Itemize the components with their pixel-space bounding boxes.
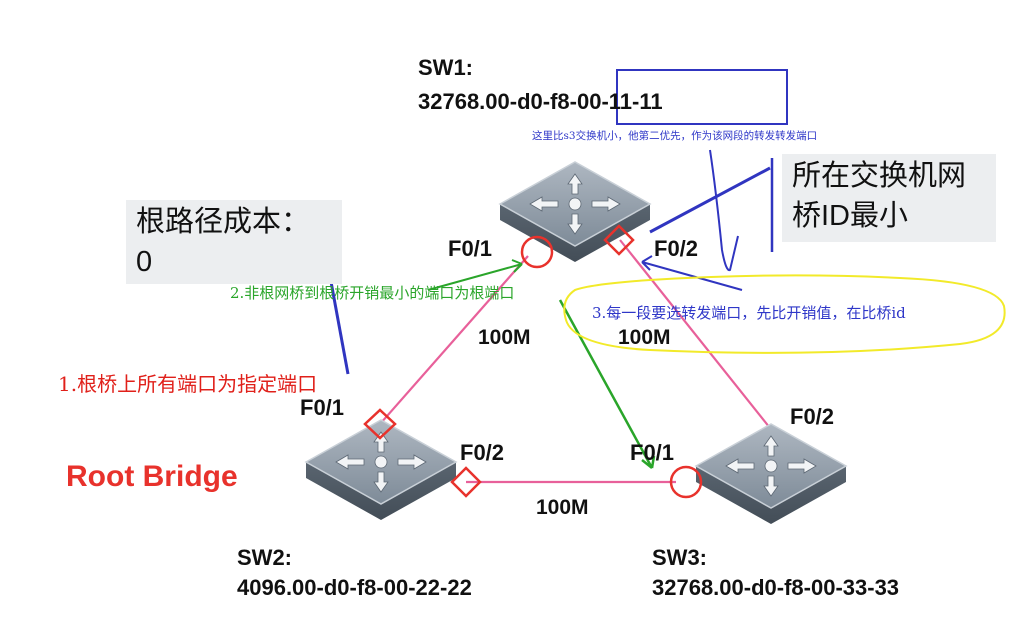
link-speed-sw2-sw3: 100M (536, 496, 589, 519)
sw2-name: SW2: (237, 545, 292, 570)
port-sw2-f02: F0/2 (460, 440, 505, 465)
sw3-name: SW3: (652, 545, 707, 570)
sw2-bridge-id: 4096.00-d0-f8-00-22-22 (237, 575, 472, 600)
annotation-arrow-root-port-sw1 (427, 259, 523, 291)
lowest-bridge-id-line2: 桥ID最小 (792, 200, 909, 232)
note-designated-ports: 1.根桥上所有端口为指定端口 (58, 372, 318, 396)
designated-port-marker-sw2-top (363, 408, 397, 440)
designated-port-marker-sw2-right (450, 466, 482, 498)
root-path-cost-label: 根路径成本： (136, 206, 311, 238)
port-sw1-f01: F0/1 (448, 236, 493, 261)
root-path-cost-value: 0 (136, 246, 153, 278)
root-path-cost-callout: 根路径成本： 0 (126, 200, 342, 284)
port-sw3-f02: F0/2 (790, 404, 835, 429)
note-root-port: 2.非根网桥到根桥开销最小的端口为根端口 (230, 284, 515, 302)
port-sw3-f01: F0/1 (630, 440, 675, 465)
annotation-arrow-root-port-sw3 (558, 299, 656, 469)
sw1-bridge-id: 32768.00-d0-f8-00-11-11 (418, 89, 663, 114)
note-forwarding-port: 3.每一段要选转发端口，先比开销值，在比桥id (592, 304, 906, 322)
lowest-bridge-id-line1: 所在交换机网 (792, 160, 967, 192)
port-sw1-f02: F0/2 (654, 236, 699, 261)
root-port-marker-sw3 (669, 465, 703, 499)
root-port-marker-sw1 (520, 235, 554, 269)
root-bridge-label: Root Bridge (66, 460, 238, 493)
annotation-arrow-sw1-f02 (641, 255, 743, 291)
switch-sw3-icon (695, 423, 847, 525)
highlight-note3 (563, 274, 1006, 354)
switch-sw2-icon (305, 419, 457, 521)
sw1-name: SW1: (418, 55, 473, 80)
link-sw1-sw2 (379, 255, 529, 425)
sw3-bridge-id: 32768.00-d0-f8-00-33-33 (652, 575, 900, 600)
port-sw2-f01: F0/1 (300, 395, 345, 420)
link-speed-sw1-sw2: 100M (478, 326, 531, 349)
lowest-bridge-id-callout: 所在交换机网 桥ID最小 (782, 154, 996, 242)
link-sw1-sw3 (619, 239, 771, 429)
annotation-stroke-top-note (709, 149, 739, 272)
annotation-stroke-bridge-id (649, 166, 771, 234)
designated-port-marker-sw1 (603, 224, 635, 256)
link-speed-sw1-sw3: 100M (618, 326, 671, 349)
bridge-id-highlight-box (616, 69, 788, 125)
note-sw1-priority: 这里比s3交换机小，他第二优先，作为该网段的转发转发端口 (532, 130, 818, 142)
